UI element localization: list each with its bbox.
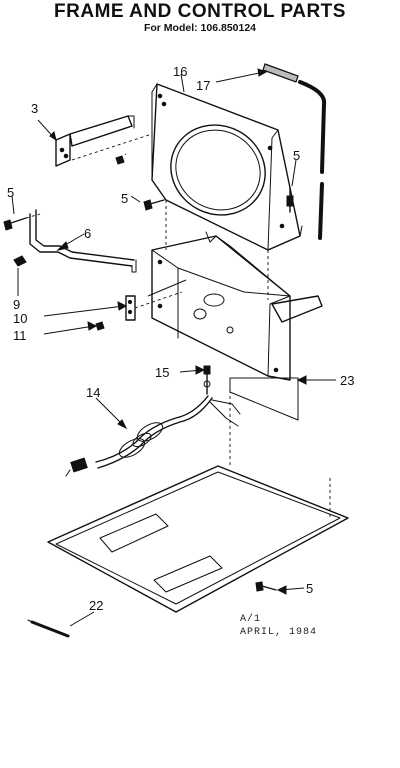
callout-16: 16 bbox=[173, 64, 187, 79]
drawing-date: APRIL, 1984 bbox=[240, 627, 318, 638]
part-14-power-cord bbox=[65, 395, 241, 477]
callout-9: 9 bbox=[13, 297, 20, 312]
model-number: For Model: 106.850124 bbox=[143, 22, 257, 34]
callout-14: 14 bbox=[86, 385, 100, 400]
callout-5-center: 5 bbox=[121, 191, 128, 206]
base-pan bbox=[47, 377, 349, 613]
part-23-control-housing bbox=[147, 231, 323, 381]
drawing-code: A/1 bbox=[240, 614, 262, 625]
diagram-title: FRAME AND CONTROL PARTS bbox=[54, 1, 346, 22]
part-5-screw-base bbox=[255, 581, 277, 592]
part-22-strap bbox=[27, 619, 70, 638]
callout-23: 23 bbox=[340, 373, 354, 388]
callout-3: 3 bbox=[31, 101, 38, 116]
callout-6: 6 bbox=[84, 226, 91, 241]
part-3-bracket bbox=[55, 115, 153, 167]
part-15-screw bbox=[203, 365, 211, 395]
part-5-screw-center bbox=[115, 153, 165, 211]
part-6-strap bbox=[29, 209, 137, 273]
callout-17: 17 bbox=[196, 78, 210, 93]
part-11-screw bbox=[95, 321, 105, 331]
callout-5-left: 5 bbox=[7, 185, 14, 200]
callout-5-base: 5 bbox=[306, 581, 313, 596]
callout-10: 10 bbox=[13, 311, 27, 326]
part-10-switch bbox=[125, 291, 183, 321]
part-5-screw-right bbox=[286, 187, 294, 213]
part-9-nut bbox=[13, 255, 27, 267]
part-17-gasket-strips bbox=[262, 63, 327, 240]
callout-11: 11 bbox=[13, 328, 27, 343]
part-5-screw-upper-left bbox=[3, 213, 41, 231]
leader-lines bbox=[11, 68, 336, 627]
callout-22: 22 bbox=[89, 598, 103, 613]
callout-15: 15 bbox=[155, 365, 169, 380]
part-16-rear-frame bbox=[151, 83, 303, 300]
callout-5-right: 5 bbox=[293, 148, 300, 163]
